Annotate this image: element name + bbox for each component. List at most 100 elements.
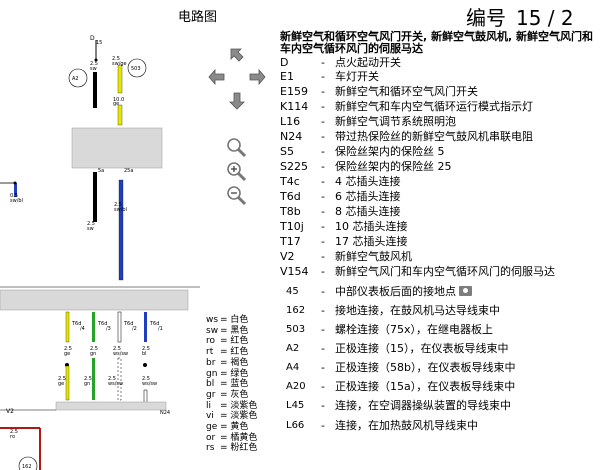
legend-desc: 连接，在加热鼓风机导线束中 <box>335 419 478 433</box>
arrow-down-icon[interactable] <box>226 90 248 112</box>
zoom-fit-icon[interactable] <box>224 136 250 160</box>
wire-w3 <box>117 104 123 126</box>
color-legend-item: vi= 淡紫色 <box>206 411 257 422</box>
legend-dash: - <box>321 399 325 412</box>
arrow-up-left-icon[interactable] <box>226 44 248 66</box>
wire-w4-color: sw <box>87 226 94 232</box>
legend-desc-text: 中部仪表板后面的接地点 <box>335 285 456 298</box>
legend-code: A20 <box>286 381 306 392</box>
wire-c3-size: 2.5 <box>113 346 121 352</box>
wire-c3-color: ws/sw <box>113 351 128 357</box>
color-legend-item: sw= 黑色 <box>206 326 257 337</box>
color-abbr: li <box>206 400 212 411</box>
legend-desc-text: 正极连接（15a），在仪表板导线束中 <box>335 380 516 393</box>
zoom-out-icon[interactable] <box>224 184 250 208</box>
legend-code: A2 <box>286 343 300 354</box>
legend-code: 162 <box>286 305 306 316</box>
legend-code: T10j <box>280 220 304 233</box>
color-abbr: bl <box>206 379 215 390</box>
color-abbr: vi <box>206 411 214 422</box>
legend-dash: - <box>321 56 325 69</box>
wire-left-color: sw/bl <box>10 198 23 204</box>
wire-m3-color: ws/sw <box>108 381 123 387</box>
wire-c2-size: 2.5 <box>90 346 98 352</box>
legend-desc: 正极连接（58b），在仪表板导线束中 <box>335 361 515 375</box>
legend-dash: - <box>321 190 325 203</box>
legend-dash: - <box>321 265 325 278</box>
color-eq: = <box>220 368 231 379</box>
color-eq: = <box>220 443 231 454</box>
legend-code: S225 <box>280 160 308 173</box>
ignition-switch-pin: 15 <box>96 40 102 46</box>
legend-dash: - <box>321 175 325 188</box>
legend-desc: 新鲜空气和车内空气循环运行模式指示灯 <box>335 100 533 113</box>
wire-m2-color: gn <box>84 381 90 387</box>
wire-w3-color: ge <box>113 101 119 107</box>
legend-desc-text: 连接，在加热鼓风机导线束中 <box>335 419 478 432</box>
legend-code: L66 <box>286 420 305 431</box>
color-name: 淡紫色 <box>230 411 258 422</box>
legend-desc: 接地连接，在鼓风机马达导线束中 <box>335 304 500 318</box>
legend-dash: - <box>321 100 325 113</box>
legend-desc: 螺栓连接（75x），在继电器板上 <box>335 323 493 337</box>
svg-text:/1: /1 <box>158 326 163 332</box>
legend-desc-text: 正极连接（15），在仪表板导线束中 <box>335 342 509 355</box>
legend-dash: - <box>321 115 325 128</box>
color-eq: = <box>220 336 231 347</box>
color-eq: = <box>220 422 231 433</box>
color-abbr: or <box>206 432 216 443</box>
wire-w4 <box>93 172 97 222</box>
legend-desc: 车灯开关 <box>335 70 379 83</box>
color-legend-item: gn= 绿色 <box>206 369 257 380</box>
zoom-in-icon[interactable] <box>224 160 250 184</box>
legend-dash: - <box>321 130 325 143</box>
color-abbr: ge <box>206 422 218 433</box>
color-legend-item: rt= 红色 <box>206 347 257 358</box>
color-abbr: ro <box>206 336 216 347</box>
circuit-diagram: D 15 2.5 sw A2 503 2.5 sw/ge 10.0 ge 0.5… <box>0 35 200 470</box>
color-name: 褐色 <box>230 357 249 368</box>
fuse-s25-label: 25a <box>124 168 133 174</box>
wire-w5 <box>118 179 124 281</box>
svg-text:/2: /2 <box>132 326 137 332</box>
svg-text:T6d: T6d <box>97 321 107 327</box>
wire-c4-size: 2.5 <box>142 346 150 352</box>
wire-left-bl <box>14 183 17 197</box>
color-abbr: br <box>206 357 216 368</box>
legend-code: T4c <box>280 175 300 188</box>
wire-m3 <box>117 357 122 401</box>
wire-m2 <box>92 358 95 400</box>
legend-dash: - <box>321 220 325 233</box>
wire-m2-size: 2.5 <box>84 376 92 382</box>
a2-label: A2 <box>72 76 79 82</box>
color-legend-item: or= 橘黄色 <box>206 433 257 444</box>
legend-code: D <box>280 56 289 69</box>
color-name: 蓝色 <box>230 379 249 390</box>
color-name: 白色 <box>230 315 249 325</box>
camera-icon[interactable] <box>459 286 472 296</box>
svg-text:T6d: T6d <box>123 321 133 327</box>
wire-c3 <box>117 311 122 343</box>
arrow-right-icon[interactable] <box>246 66 268 88</box>
color-name: 红色 <box>230 347 249 358</box>
wire-c4-color: bl <box>142 351 147 357</box>
legend-desc: 正极连接（15a），在仪表板导线束中 <box>335 380 515 394</box>
wire-w5-color: sw/bl <box>114 207 127 213</box>
color-name: 灰色 <box>230 389 249 400</box>
wire-w1-color: sw <box>90 66 97 72</box>
legend-dash: - <box>321 160 325 173</box>
page-number-label: 编号 <box>466 6 506 30</box>
ignition-switch-label: D <box>90 35 95 42</box>
legend-dash: - <box>321 285 325 298</box>
p162-point <box>18 456 38 470</box>
wire-w2-size: 2.5 <box>112 56 120 62</box>
legend-code: V2 <box>280 250 295 263</box>
legend-dash: - <box>321 235 325 248</box>
legend-desc-text: 螺栓连接（75x），在继电器板上 <box>335 323 494 336</box>
arrow-left-icon[interactable] <box>206 66 228 88</box>
legend-desc: 新鲜空气和循环空气风门开关 <box>335 85 478 98</box>
wire-w2 <box>117 64 123 94</box>
legend-desc: 正极连接（15），在仪表板导线束中 <box>335 342 509 356</box>
